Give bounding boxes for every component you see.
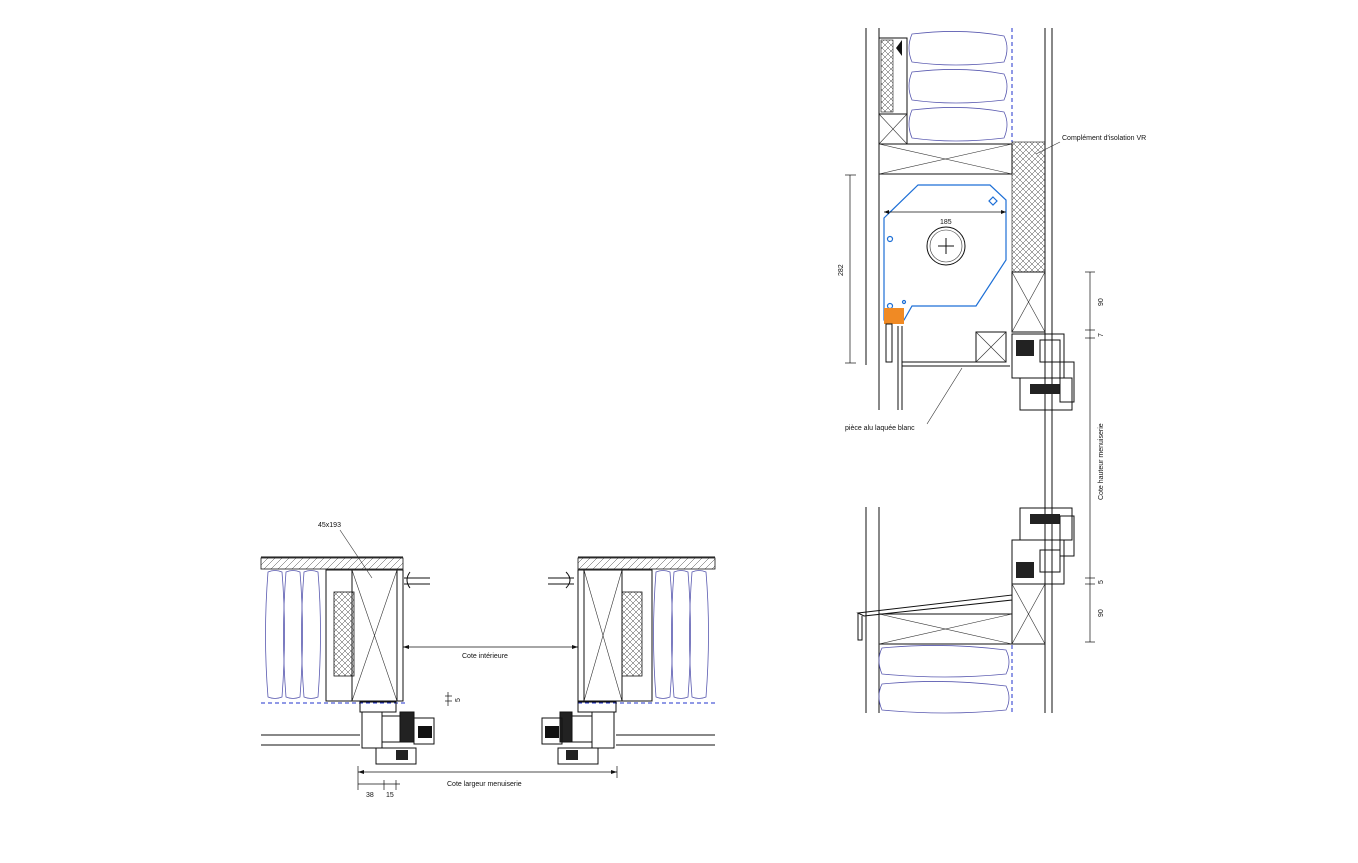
window-profile-left	[359, 701, 435, 765]
insulation-fill-right	[621, 591, 643, 677]
lining-right	[577, 569, 585, 702]
dim-5-plan: 5	[455, 698, 462, 702]
window-sill	[856, 594, 1013, 617]
handle-right	[548, 571, 574, 589]
section-view: Complément d'isolation VR 185 282	[838, 28, 1146, 714]
shutter-slat-end	[884, 308, 904, 324]
insulation-bottom	[878, 645, 1010, 714]
cladding-left	[260, 557, 404, 570]
label-cote-largeur: Cote largeur menuiserie	[447, 781, 522, 788]
dim-282: 282	[838, 264, 845, 276]
label-cote-interieure: Cote intérieure	[462, 653, 508, 660]
lining-left	[396, 569, 404, 702]
cladding-right	[577, 557, 716, 570]
insulation-right	[653, 570, 709, 699]
window-sill-profile	[1011, 507, 1075, 585]
dim-90-top: 90	[1098, 298, 1105, 306]
roller-tube	[926, 226, 966, 266]
dim-7: 7	[1098, 333, 1105, 337]
dim-15: 15	[386, 792, 394, 799]
insulation-top	[908, 31, 1008, 142]
label-piece-alu: pièce alu laquée blanc	[845, 425, 915, 432]
dim-185: 185	[940, 219, 952, 226]
label-cote-hauteur: Cote hauteur menuiserie	[1098, 423, 1105, 500]
insulation-left	[265, 570, 321, 699]
label-45x193: 45x193	[318, 522, 341, 529]
dim-5-sill: 5	[1098, 580, 1105, 584]
plan-view: Cote intérieure 45x193 5 Cote largeur me…	[260, 522, 716, 799]
window-head-profile	[1011, 333, 1075, 411]
insulation-fill-left	[333, 591, 355, 677]
dim-38: 38	[366, 792, 374, 799]
window-profile-right	[541, 701, 617, 765]
dim-90-bottom: 90	[1098, 609, 1105, 617]
complement-insulation	[1011, 141, 1046, 273]
shutter-box	[883, 184, 1007, 321]
label-complement-isolation: Complément d'isolation VR	[1062, 135, 1146, 142]
handle-left	[404, 571, 430, 589]
